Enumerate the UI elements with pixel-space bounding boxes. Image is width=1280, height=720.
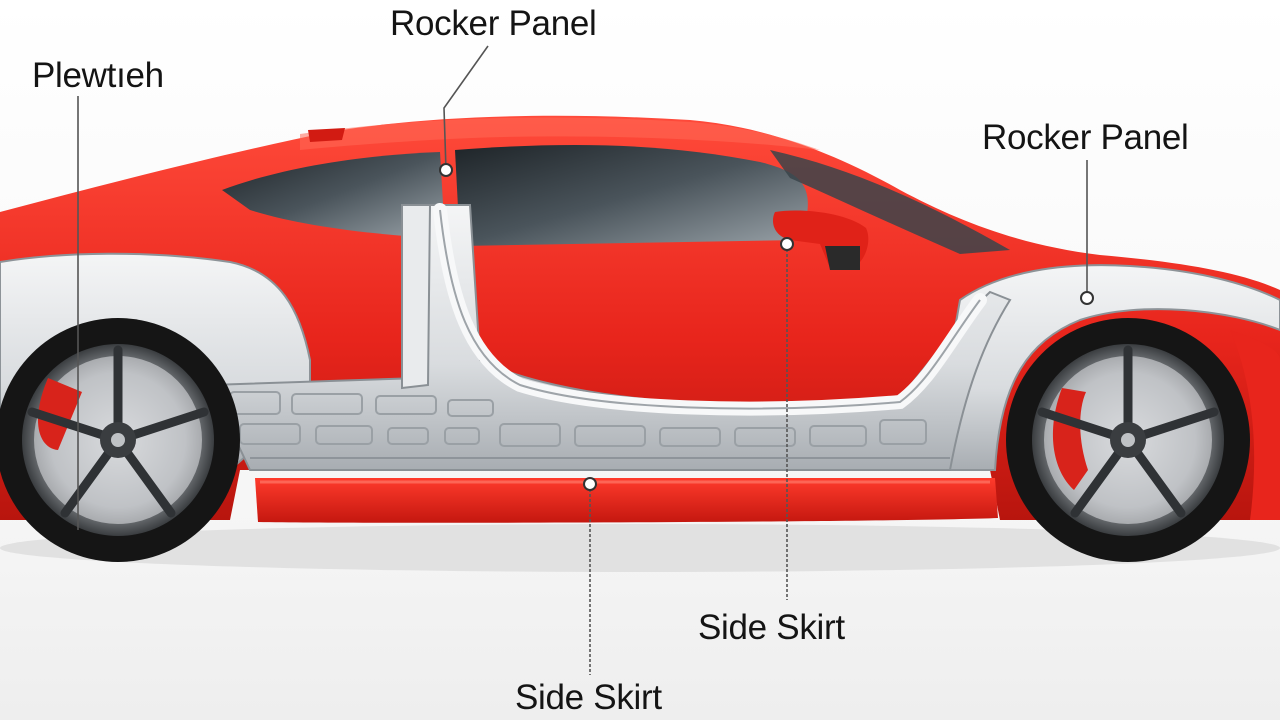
rear-spoiler	[308, 128, 345, 142]
door-frame-rail-edge	[439, 209, 981, 410]
rear-wheel	[0, 318, 240, 562]
label-top-left: Plewtıeh	[32, 56, 164, 95]
front-bumper	[1230, 330, 1280, 520]
front-wheel	[1006, 318, 1250, 562]
label-rocker-panel-top: Rocker Panel	[390, 4, 597, 43]
ground-shadow	[0, 524, 1280, 572]
windshield	[770, 150, 1010, 254]
sill-pockets	[229, 391, 927, 447]
mirror-base	[825, 246, 860, 270]
leader-dots	[439, 163, 1094, 491]
front-brake-caliper	[1052, 388, 1088, 490]
label-rocker-panel-right: Rocker Panel	[982, 118, 1189, 157]
label-side-skirt-right: Side Skirt	[698, 608, 845, 647]
rear-window	[222, 152, 445, 238]
front-frame-cutaway	[928, 264, 1280, 471]
door-window	[455, 145, 808, 246]
b-pillar	[401, 204, 432, 390]
label-side-skirt-bottom: Side Skirt	[515, 678, 662, 717]
roof-highlight	[300, 117, 820, 150]
side-skirt	[255, 478, 998, 523]
leader-lines	[77, 45, 1088, 675]
rear-brake-caliper	[37, 378, 82, 450]
leader-top-center	[443, 45, 489, 171]
